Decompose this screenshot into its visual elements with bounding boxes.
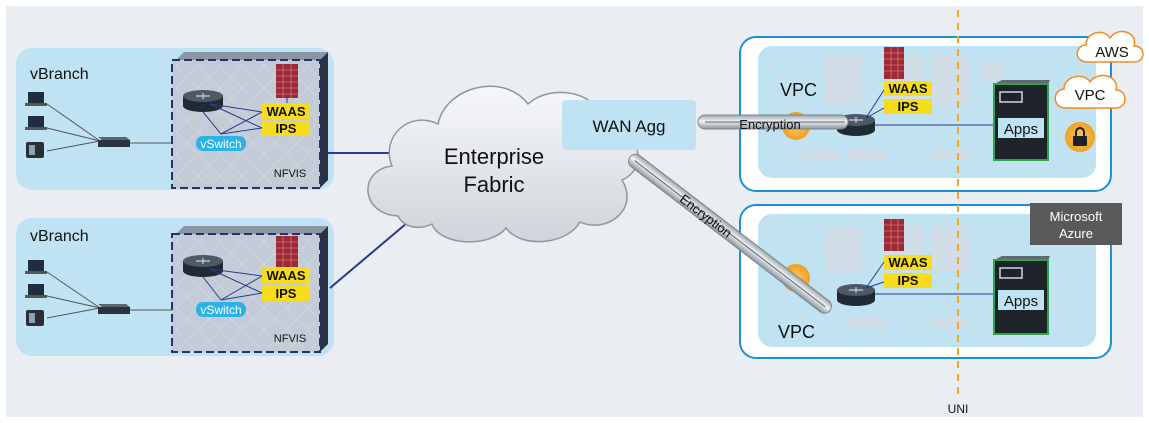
ips-label: IPS	[276, 286, 297, 301]
aws-cloud-icon	[1076, 30, 1144, 63]
apps-label: Apps	[1004, 293, 1038, 310]
nfvis-label: NFVIS	[274, 168, 306, 180]
ip-phone-icon	[26, 142, 44, 158]
aws-vpc-panel: VPC WAAS IPS Apps	[739, 36, 1112, 192]
laptop-icon	[25, 284, 47, 298]
wan-agg-box	[562, 100, 696, 150]
ips-label: IPS	[276, 121, 297, 136]
waas-tag	[262, 103, 310, 119]
firewall-icon	[884, 47, 904, 79]
aws-label: AWS	[1095, 44, 1129, 61]
firewall-icon	[276, 64, 298, 98]
firewall-icon	[276, 236, 298, 268]
server-icon	[993, 256, 1050, 335]
azure-label-line1: Microsoft	[1050, 209, 1103, 224]
ips-label: IPS	[898, 99, 919, 114]
switch-icon	[98, 137, 130, 147]
wan-agg-label: WAN Agg	[592, 117, 665, 136]
fabric-title-line1: Enterprise	[444, 144, 544, 169]
waas-label: WAAS	[889, 255, 928, 270]
lock-icon	[1065, 122, 1095, 152]
nfvis-label: NFVIS	[274, 333, 306, 345]
vpc-label: VPC	[780, 80, 817, 100]
firewall-icon	[884, 219, 904, 251]
ip-phone-icon	[26, 310, 44, 326]
vswitch-badge	[196, 302, 246, 317]
azure-label-line2: Azure	[1059, 226, 1093, 241]
apps-label: Apps	[1004, 121, 1038, 138]
fabric-title-line2: Fabric	[463, 172, 524, 197]
waas-label: WAAS	[889, 81, 928, 96]
encryption-label: Encryption	[739, 117, 800, 132]
ips-tag	[262, 286, 310, 301]
vswitch-badge	[196, 136, 246, 151]
vbranch-1: vBranch	[16, 48, 334, 190]
waas-tag	[884, 255, 932, 270]
nfvis-box	[171, 226, 328, 353]
ips-tag	[884, 99, 932, 114]
vswitch-label: vSwitch	[200, 303, 241, 317]
laptop-icon	[25, 116, 47, 130]
ips-label: IPS	[898, 273, 919, 288]
azure-badge	[1030, 203, 1122, 245]
waas-label: WAAS	[267, 104, 306, 119]
server-icon	[993, 80, 1050, 161]
vswitch-label: vSwitch	[200, 137, 241, 151]
router-icon	[837, 284, 875, 306]
switch-icon	[98, 304, 130, 314]
vbranch-2: vBranch	[16, 218, 334, 356]
aws-vpc-label: VPC	[1075, 87, 1106, 104]
router-icon	[183, 255, 223, 277]
waas-tag	[884, 81, 932, 96]
laptop-icon	[25, 92, 47, 106]
waas-tag	[262, 267, 310, 283]
encryption-tunnel-aws	[697, 114, 849, 130]
router-icon	[183, 90, 223, 112]
vbranch-title: vBranch	[30, 66, 89, 83]
vpc-label: VPC	[778, 322, 815, 342]
uni-label: UNI	[948, 402, 969, 416]
ips-tag	[262, 121, 310, 136]
ips-tag	[884, 273, 932, 288]
vpc-cloud-icon	[1054, 74, 1126, 109]
laptop-icon	[25, 260, 47, 274]
vbranch-title: vBranch	[30, 228, 89, 245]
waas-label: WAAS	[267, 268, 306, 283]
